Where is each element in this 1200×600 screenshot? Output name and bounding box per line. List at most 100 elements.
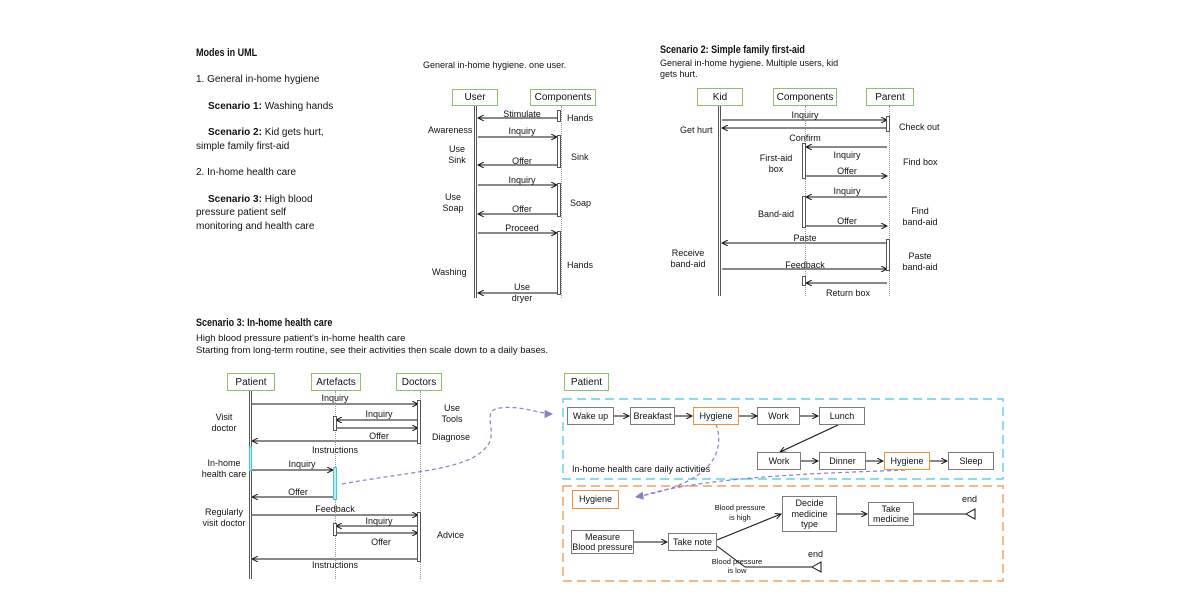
s2-label: band-aid	[670, 259, 706, 269]
take-note: Take note	[668, 533, 717, 551]
s3-label: Advice	[437, 530, 465, 540]
s3-msg: Inquiry	[288, 459, 316, 469]
s1-label: Awareness	[428, 125, 473, 135]
s3-label: In-home	[207, 458, 241, 468]
s1-label: Use	[444, 192, 461, 202]
daily-caption: In-home health care daily activities	[572, 464, 711, 474]
daily-activities-region	[562, 398, 1004, 480]
s1-label: Use	[448, 144, 465, 154]
s1-label: Soap	[442, 203, 464, 213]
s3-label: doctor	[211, 423, 237, 433]
s2-label: Band-aid	[758, 209, 795, 219]
s1-label: Sink	[571, 152, 589, 162]
s2-msg: Inquiry	[833, 186, 861, 196]
s1-msg: Offer	[512, 204, 532, 214]
s3-msg: Inquiry	[321, 393, 349, 403]
activity-breakfast: Breakfast	[630, 407, 675, 425]
activity-dinner: Dinner	[819, 452, 866, 470]
s3-msg: Inquiry	[365, 409, 393, 419]
scenario-1-item: Scenario 1: Washing hands	[208, 100, 334, 112]
low-label: Blood pressure	[711, 557, 763, 566]
s1-msg: Inquiry	[508, 175, 536, 185]
s3-msg: Instructions	[311, 560, 359, 570]
activity-hygiene: Hygiene	[693, 407, 739, 425]
s2-msg: Feedback	[785, 260, 825, 270]
activity-work-2: Work	[757, 452, 801, 470]
s2-label: box	[768, 164, 784, 174]
s2-parent-lifeline	[889, 106, 890, 296]
s3-actor-doctors: Doctors	[396, 373, 442, 391]
s1-label: Hands	[567, 260, 594, 270]
s2-label: First-aid	[759, 153, 793, 163]
scenario-2-line2: simple family first-aid	[196, 140, 290, 152]
s2-actor-kid: Kid	[697, 88, 743, 106]
s3-msg: Instructions	[311, 445, 359, 455]
s1-actor-components: Components	[530, 89, 596, 106]
s1-msg: Offer	[512, 156, 532, 166]
s2-subtitle-2: gets hurt.	[660, 69, 698, 79]
end-label-2: end	[808, 549, 824, 559]
in-home-activation	[333, 467, 337, 500]
s3-label: Regularly	[204, 507, 244, 517]
s2-msg: Paste	[793, 233, 817, 243]
s3-label: health care	[201, 469, 247, 479]
s3-label: visit doctor	[202, 518, 246, 528]
s3-label: Tools	[441, 414, 463, 424]
scenario-3-line3: monitoring and health care	[196, 220, 315, 232]
activity-hygiene-2: Hygiene	[884, 452, 930, 470]
s1-msg: Proceed	[505, 223, 539, 233]
s3-msg: Offer	[369, 431, 389, 441]
s3-msg: Offer	[371, 537, 391, 547]
s3-title: Scenario 3: In-home health care	[196, 317, 333, 329]
s3-label: Visit	[215, 412, 233, 422]
s2-label: Find	[911, 206, 929, 216]
s2-label: Check out	[899, 122, 940, 132]
s1-label: Washing	[432, 267, 467, 277]
s1-label: Sink	[448, 155, 466, 165]
s3-actor-patient: Patient	[227, 373, 275, 391]
s2-msg: Offer	[837, 216, 857, 226]
scenario-3-item: Scenario 3: High blood	[208, 193, 313, 205]
s2-msg: Offer	[837, 166, 857, 176]
hygiene-region	[562, 485, 1004, 582]
s2-label: Receive	[671, 248, 705, 258]
s2-actor-parent: Parent	[866, 88, 914, 106]
activity-lunch: Lunch	[819, 407, 865, 425]
s3-label: Use	[443, 403, 460, 413]
s3-msg: Offer	[288, 487, 308, 497]
s3-msg: Inquiry	[365, 516, 393, 526]
s2-label: Paste	[908, 251, 932, 261]
scenario-3-line2: pressure patient self	[196, 207, 287, 218]
s2-label: band-aid	[902, 262, 938, 272]
s1-msg: Inquiry	[508, 126, 536, 136]
s1-msg: Stimulate	[503, 109, 541, 119]
daily-actor-patient: Patient	[564, 373, 609, 391]
s2-subtitle: General in-home hygiene. Multiple users,…	[660, 58, 839, 68]
s2-title: Scenario 2: Simple family first-aid	[660, 44, 805, 56]
s3-doctors-lifeline	[420, 391, 421, 579]
s1-label: Hands	[567, 113, 594, 123]
s3-label: Diagnose	[432, 432, 471, 442]
modes-title: Modes in UML	[196, 47, 258, 59]
s1-msg: dryer	[511, 293, 533, 303]
modes-list: 1. General in-home hygiene Scenario 1: W…	[196, 73, 333, 233]
s2-label: Find box	[903, 157, 938, 167]
s2-kid-lifeline	[718, 106, 721, 296]
activity-sleep: Sleep	[948, 452, 994, 470]
s2-msg: Inquiry	[833, 150, 861, 160]
scenario-2-item: Scenario 2: Kid gets hurt,	[208, 127, 324, 138]
s1-msg: Use	[513, 282, 530, 292]
s1-components-lifeline	[561, 106, 562, 298]
s3-subtitle-2: Starting from long-term routine, see the…	[196, 345, 549, 356]
s1-actor-user: User	[452, 89, 498, 106]
mode-item-2: 2. In-home health care	[196, 167, 297, 178]
s1-subtitle: General in-home hygiene. one user.	[423, 60, 567, 70]
hygiene-start: Hygiene	[572, 490, 619, 509]
s2-label: band-aid	[902, 217, 938, 227]
s1-user-lifeline	[474, 106, 477, 298]
s2-actor-components: Components	[773, 88, 837, 106]
